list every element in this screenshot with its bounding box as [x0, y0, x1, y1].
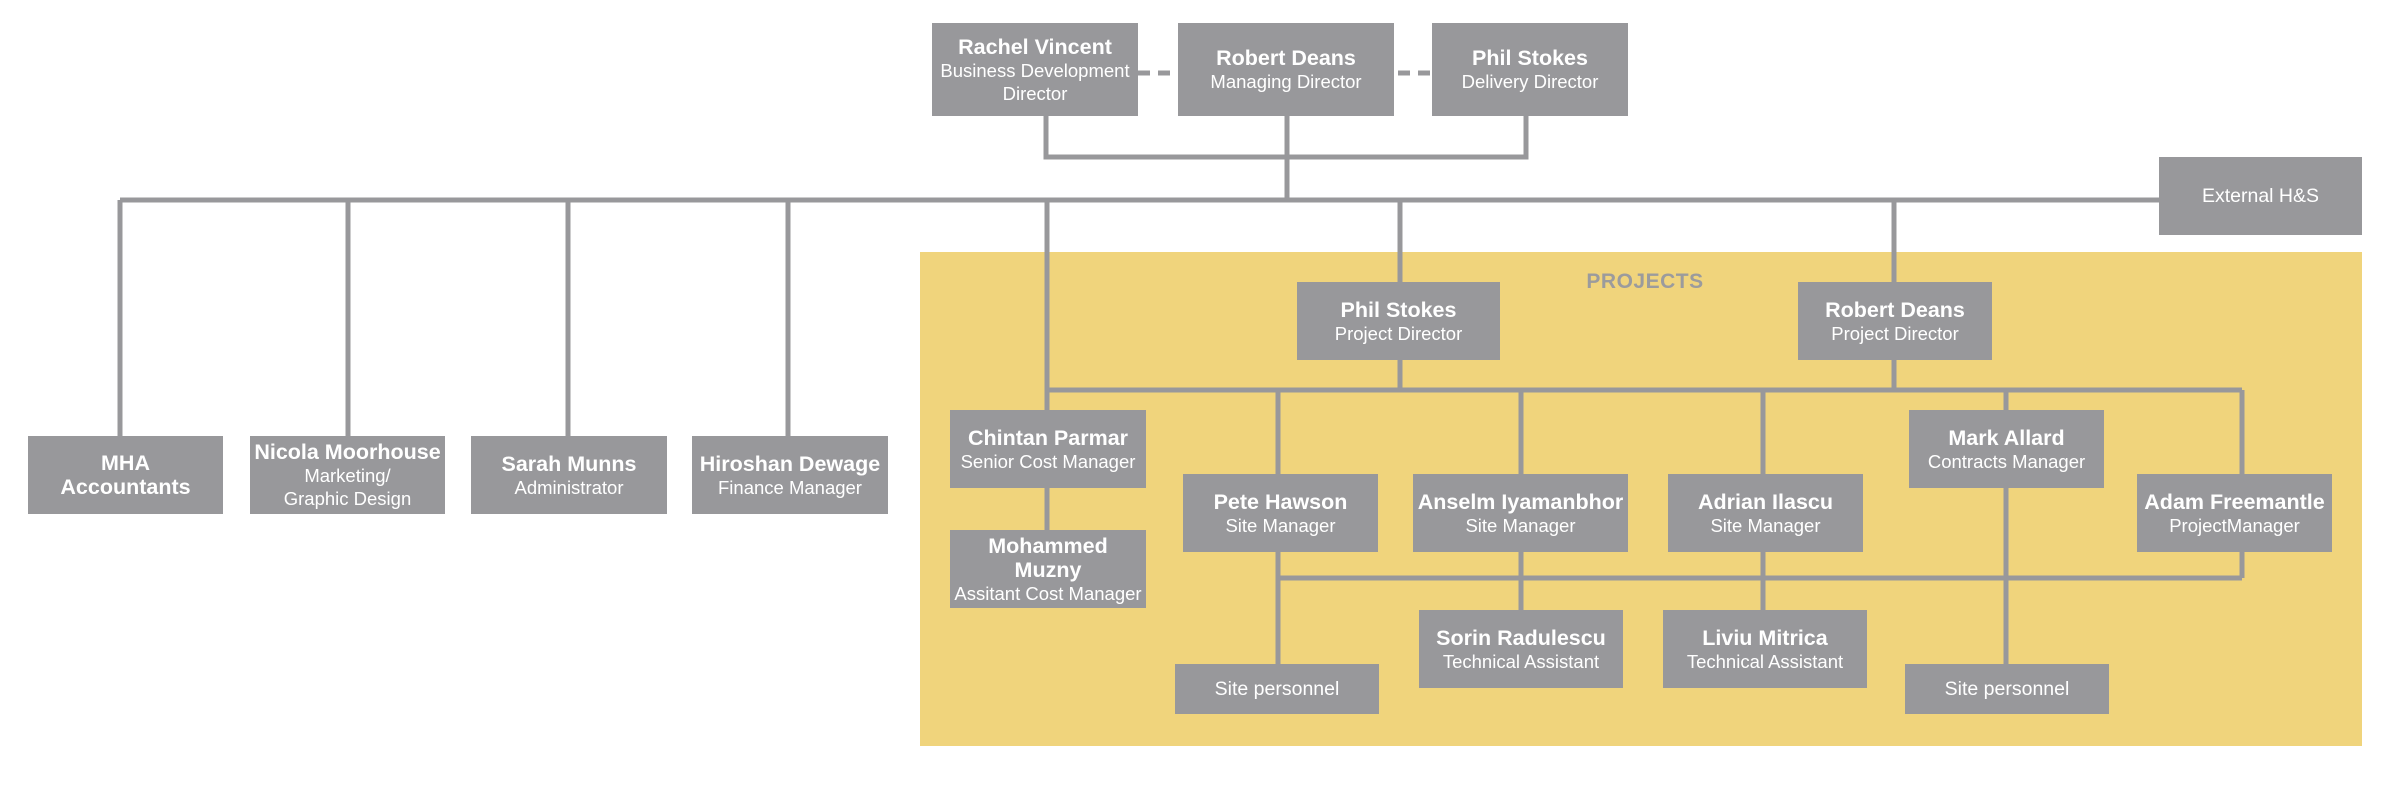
node-chintan-parmar: Chintan Parmar Senior Cost Manager — [950, 410, 1146, 488]
projects-area — [920, 252, 2362, 746]
node-label: External H&S — [2201, 184, 2320, 207]
node-role: Project Director — [1831, 322, 1959, 344]
node-label: Site personnel — [1214, 677, 1340, 700]
node-name: Adrian Ilascu — [1697, 489, 1833, 514]
node-role: Administrator — [514, 476, 624, 498]
node-role: ProjectManager — [2169, 514, 2300, 536]
node-name: Anselm Iyamanbhor — [1417, 489, 1624, 514]
node-role: Project Director — [1334, 322, 1463, 344]
node-rachel-vincent: Rachel Vincent Business Development Dire… — [932, 23, 1138, 116]
node-mha-accountants: MHA Accountants — [28, 436, 223, 514]
node-robert-deans-md: Robert Deans Managing Director — [1178, 23, 1394, 116]
node-hiroshan-dewage: Hiroshan Dewage Finance Manager — [692, 436, 888, 514]
node-name: Adam Freemantle — [2144, 489, 2325, 514]
node-external-hs: External H&S — [2159, 157, 2362, 235]
node-role: Site Manager — [1465, 514, 1576, 536]
node-site-personnel-2: Site personnel — [1905, 664, 2109, 714]
node-name: Phil Stokes — [1340, 297, 1457, 322]
node-role: Senior Cost Manager — [960, 450, 1136, 472]
node-name: Mohammed Muzny — [988, 533, 1108, 582]
node-role: Contracts Manager — [1927, 450, 2086, 472]
node-mohammed-muzny: Mohammed Muzny Assitant Cost Manager — [950, 530, 1146, 608]
node-mark-allard: Mark Allard Contracts Manager — [1909, 410, 2104, 488]
node-name: Robert Deans — [1825, 297, 1965, 322]
node-robert-deans-pd: Robert Deans Project Director — [1798, 282, 1992, 360]
node-adrian-ilascu: Adrian Ilascu Site Manager — [1668, 474, 1863, 552]
node-nicola-moorhouse: Nicola Moorhouse Marketing/ Graphic Desi… — [250, 436, 445, 514]
node-name: Chintan Parmar — [967, 425, 1129, 450]
node-role: Business Development — [940, 59, 1130, 81]
node-role: Graphic Design — [283, 488, 412, 509]
node-sarah-munns: Sarah Munns Administrator — [471, 436, 667, 514]
node-role: Managing Director — [1210, 71, 1362, 92]
node-name: Robert Deans — [1216, 46, 1356, 70]
node-name: Rachel Vincent — [958, 34, 1112, 59]
node-role: Assitant Cost Manager — [954, 582, 1142, 604]
node-role: Technical Assistant — [1442, 650, 1600, 672]
node-name: Pete Hawson — [1213, 489, 1348, 514]
node-sorin-radulescu: Sorin Radulescu Technical Assistant — [1419, 610, 1623, 688]
node-role: Site Manager — [1710, 514, 1821, 536]
node-label: Site personnel — [1944, 677, 2070, 700]
node-name: Sorin Radulescu — [1436, 625, 1606, 650]
node-role: Technical Assistant — [1686, 650, 1844, 672]
node-name: Liviu Mitrica — [1702, 625, 1828, 650]
node-pete-hawson: Pete Hawson Site Manager — [1183, 474, 1378, 552]
projects-label: PROJECTS — [1586, 270, 1704, 293]
node-adam-freemantle: Adam Freemantle ProjectManager — [2137, 474, 2332, 552]
node-name: Hiroshan Dewage — [699, 451, 881, 476]
node-role: Delivery Director — [1461, 71, 1599, 92]
node-site-personnel-1: Site personnel — [1175, 664, 1379, 714]
node-name: Sarah Munns — [501, 451, 637, 476]
node-role: Finance Manager — [718, 476, 862, 498]
node-liviu-mitrica: Liviu Mitrica Technical Assistant — [1663, 610, 1867, 688]
node-role: Marketing/ — [304, 465, 391, 486]
node-name: Phil Stokes — [1472, 46, 1588, 70]
node-name: Mark Allard — [1948, 425, 2065, 450]
node-role: Site Manager — [1225, 514, 1336, 536]
node-name: Accountants — [60, 475, 191, 499]
node-role: Director — [1002, 82, 1068, 104]
node-name: Nicola Moorhouse — [254, 440, 441, 464]
node-phil-stokes-pd: Phil Stokes Project Director — [1297, 282, 1500, 360]
node-name: MHA — [101, 451, 150, 475]
node-anselm-iyamanbhor: Anselm Iyamanbhor Site Manager — [1413, 474, 1628, 552]
node-phil-stokes-dd: Phil Stokes Delivery Director — [1432, 23, 1628, 116]
